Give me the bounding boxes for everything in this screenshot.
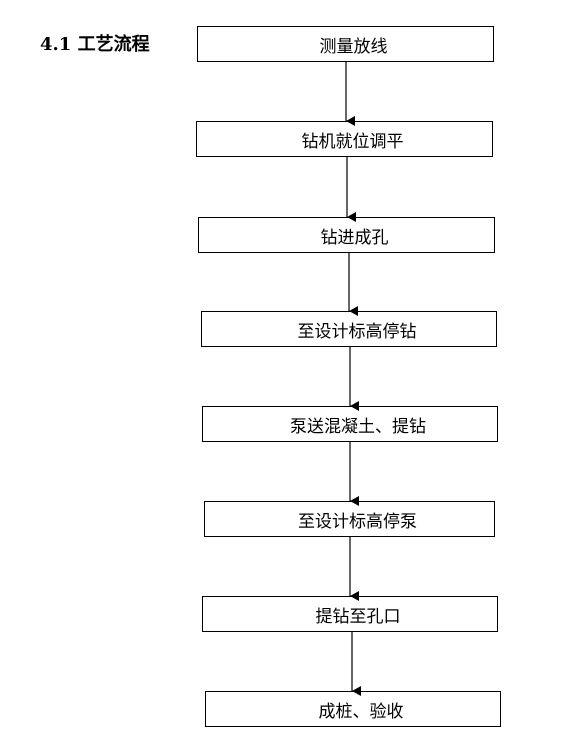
step-6-box: 至设计标高停泵 [204,501,495,537]
step-1-box: 测量放线 [197,26,494,62]
step-4-label: 至设计标高停钻 [297,321,417,342]
step-7-label: 提钻至孔口 [315,606,401,627]
step-8-label: 成桩、验收 [318,701,404,722]
step-6-label: 至设计标高停泵 [298,511,417,532]
step-1-label: 测量放线 [319,36,388,57]
section-heading: 4.1 工艺流程 [40,34,150,55]
step-3-box: 钻进成孔 [198,217,495,253]
step-2-label: 钻机就位调平 [301,131,404,152]
step-3-label: 钻进成孔 [320,227,389,248]
step-5-label: 泵送混凝土、提钻 [290,416,426,437]
step-2-box: 钻机就位调平 [196,121,493,157]
